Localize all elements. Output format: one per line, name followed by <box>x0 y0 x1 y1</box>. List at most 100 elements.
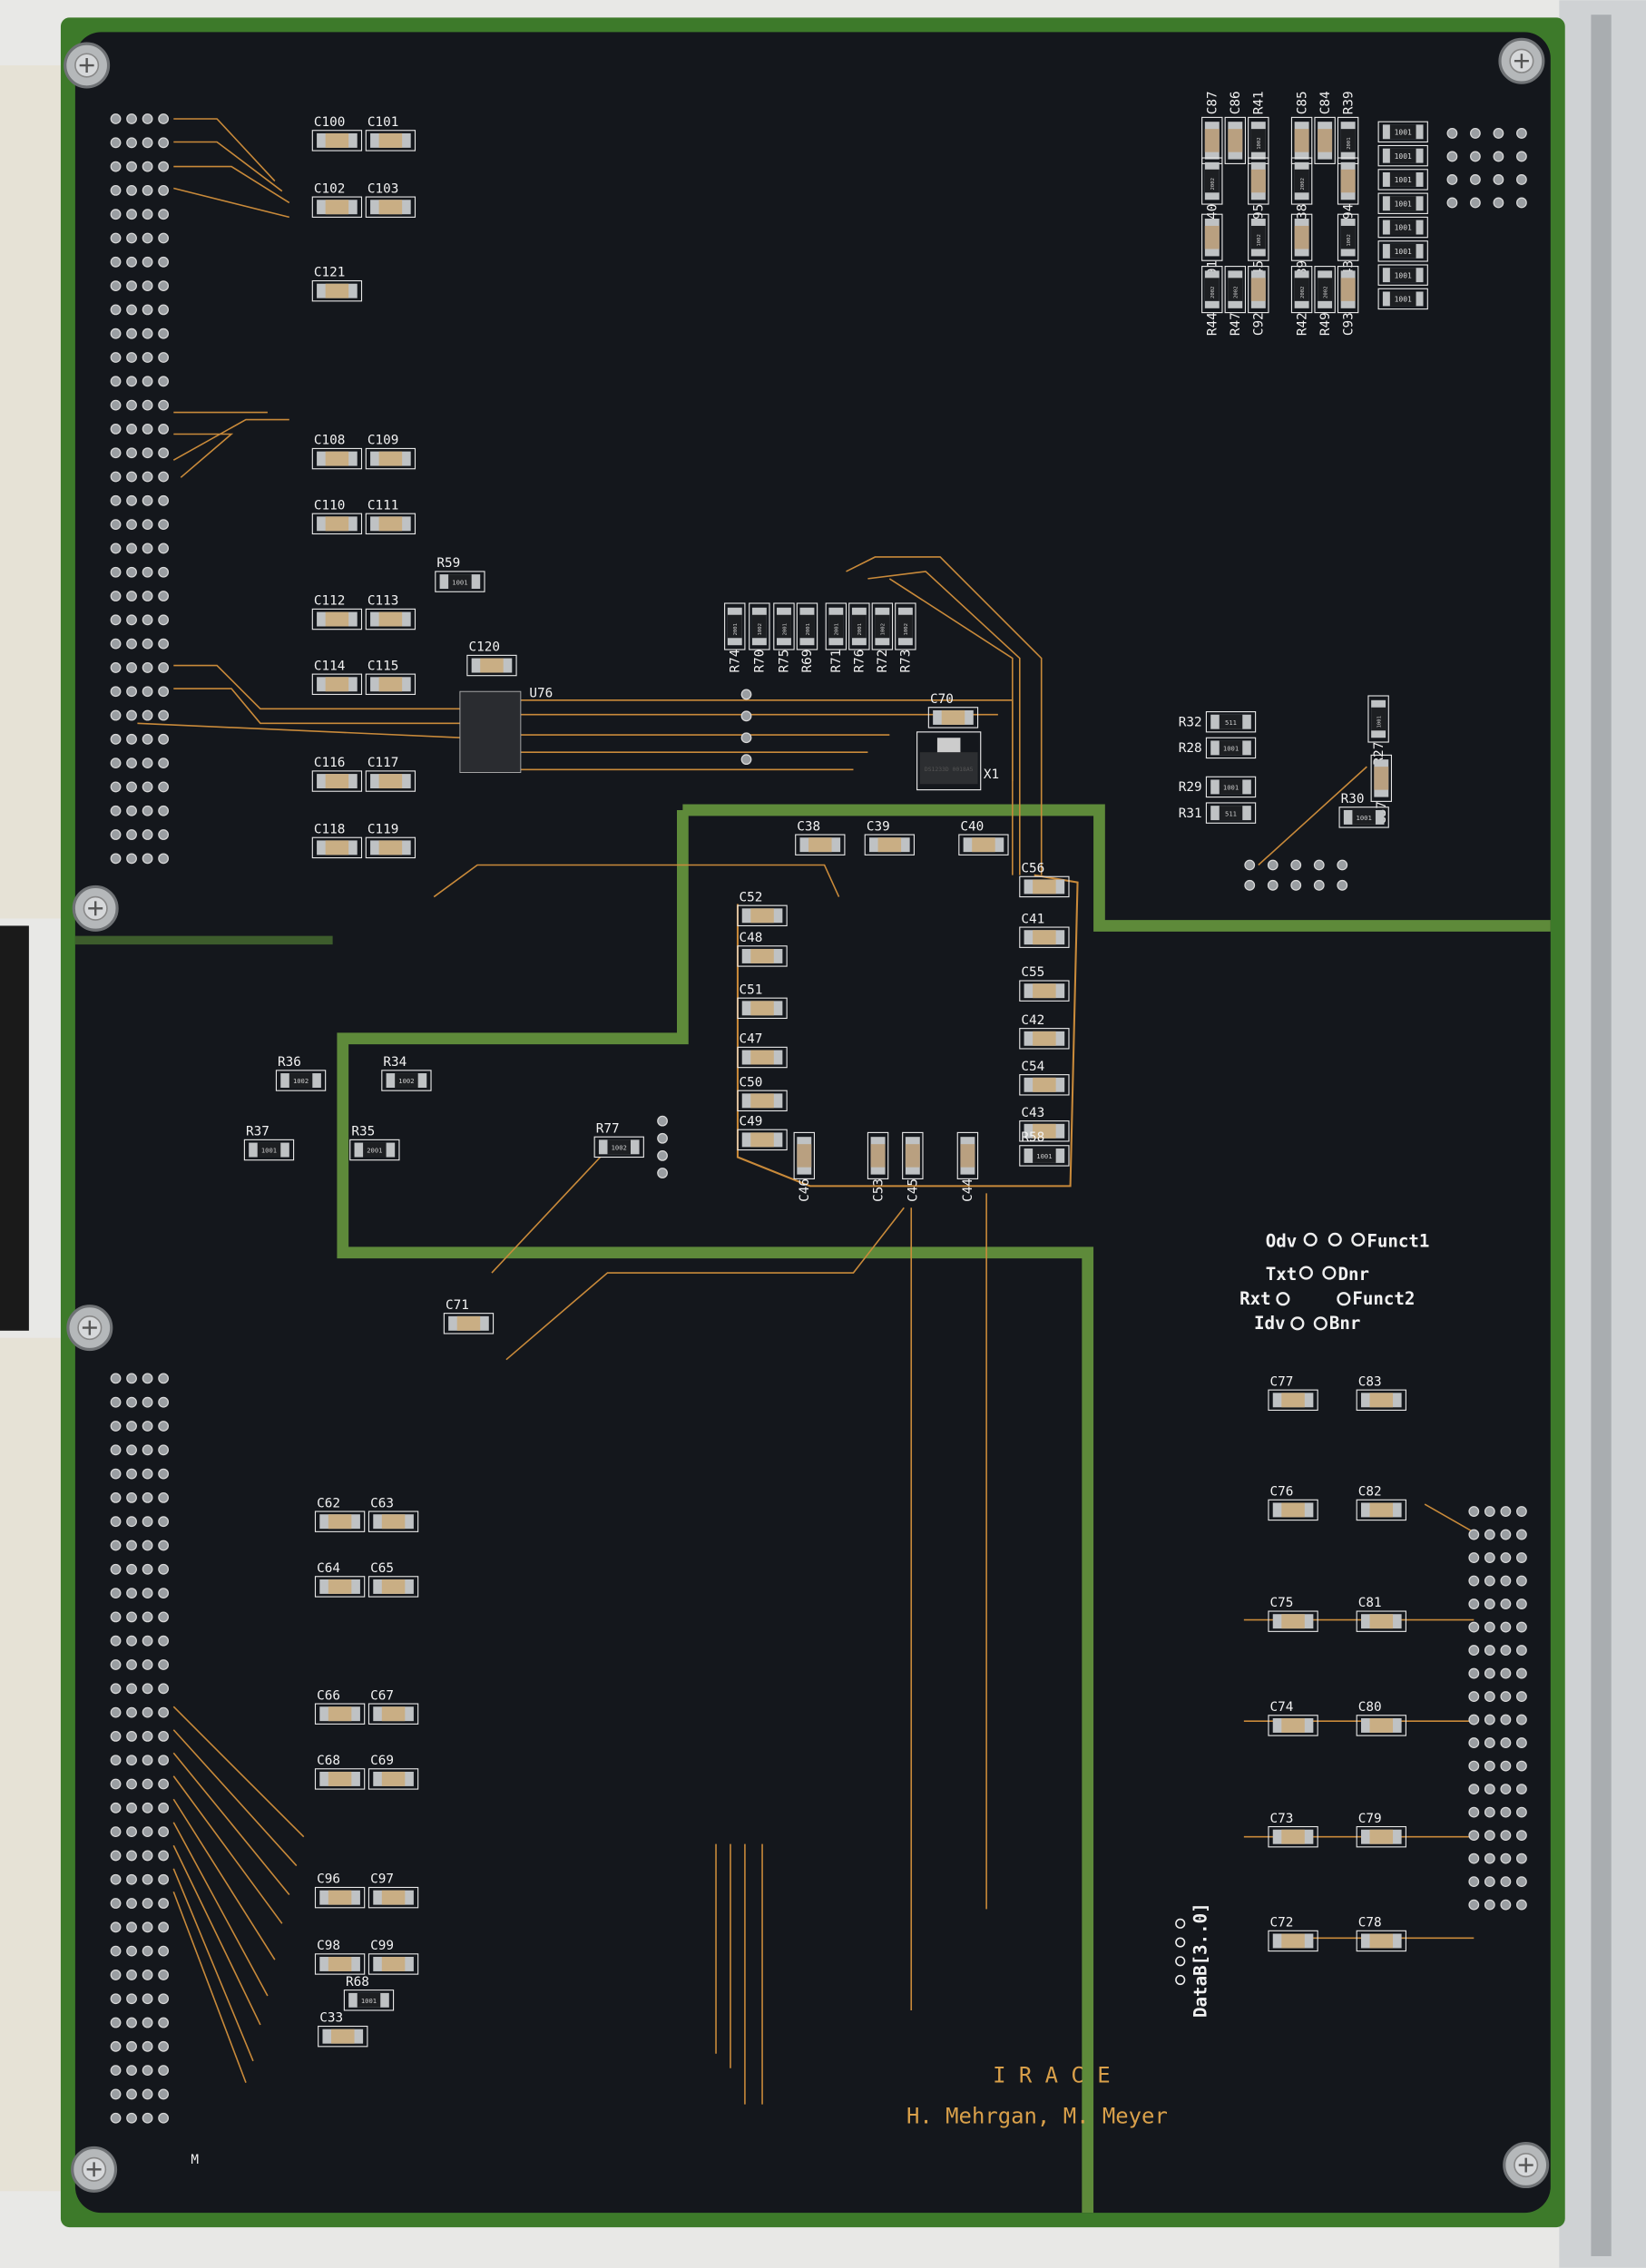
resistor-value: 2001 <box>1347 137 1352 149</box>
pin-pad <box>1516 174 1527 185</box>
component-c71: C71 <box>443 1298 495 1334</box>
pin-pad <box>142 1826 153 1838</box>
led-funct1 <box>1351 1232 1366 1246</box>
pin-pad <box>142 161 153 172</box>
component-c114: C114 <box>311 659 363 695</box>
pin-pad <box>158 1588 170 1599</box>
pin-pad <box>158 853 170 865</box>
component-c120: C120 <box>466 640 517 677</box>
pin-pad <box>158 1540 170 1551</box>
pin-pad <box>142 376 153 387</box>
pin-pad <box>158 758 170 769</box>
pin-pad <box>158 2040 170 2052</box>
component-c121: C121 <box>311 266 363 302</box>
pin-pad <box>158 1373 170 1384</box>
pin-pad <box>110 829 122 840</box>
resistor-value: 2001 <box>733 623 739 635</box>
component-label: R35 <box>351 1125 375 1139</box>
pin-pad <box>142 566 153 578</box>
component-r39: R39 2001 <box>1337 91 1359 164</box>
pin-pad <box>110 2112 122 2124</box>
pin-pad <box>126 1898 137 1909</box>
pin-pad <box>1484 1714 1495 1725</box>
pin-pad <box>158 376 170 387</box>
pin-pad <box>142 1755 153 1766</box>
copper-trace <box>172 1822 269 1997</box>
component-label: C66 <box>317 1688 340 1703</box>
pin-pad <box>110 113 122 124</box>
pin-pad <box>142 2065 153 2077</box>
pin-pad <box>1516 1876 1527 1888</box>
pin-pad <box>1484 1876 1495 1888</box>
resistor-value: 1001 <box>1377 716 1382 728</box>
component-label: C86 <box>1229 91 1243 114</box>
pin-pad <box>142 209 153 220</box>
component-label: C110 <box>314 498 346 513</box>
pin-pad <box>1484 1667 1495 1679</box>
copper-trace <box>888 578 1014 875</box>
component-r34: R34 1002 <box>381 1055 432 1091</box>
pin-pad <box>158 1444 170 1456</box>
pin-pad <box>657 1132 668 1144</box>
component-label: C38 <box>797 819 820 834</box>
pin-pad <box>1484 1575 1495 1587</box>
resistor-array-element: 1001 <box>1377 169 1428 191</box>
rail-inner <box>1591 15 1612 2256</box>
led-dnr <box>1322 1266 1337 1280</box>
pin-pad <box>142 280 153 292</box>
resistor-value: 2001 <box>806 623 811 635</box>
pin-pad <box>158 424 170 435</box>
resistor-value: 2002 <box>1300 178 1306 190</box>
pin-pad <box>158 494 170 506</box>
pin-pad <box>158 1850 170 1862</box>
screw-icon <box>1503 2142 1550 2189</box>
component-label: C71 <box>446 1298 469 1313</box>
led-label-odv: Odv <box>1266 1230 1298 1251</box>
component-label: R30 <box>1341 792 1365 807</box>
led-label-rxt: Rxt <box>1239 1288 1271 1309</box>
pin-pad <box>126 614 137 626</box>
pin-pad <box>142 1683 153 1695</box>
resistor-value: 2002 <box>1210 178 1216 190</box>
pin-pad <box>142 1491 153 1503</box>
resistor-array-element: 1001 <box>1377 216 1428 239</box>
pin-pad <box>1516 1737 1527 1748</box>
pin-pad <box>110 733 122 745</box>
pin-pad <box>142 1970 153 1980</box>
component-label: R34 <box>383 1055 407 1070</box>
pin-pad <box>126 2017 137 2028</box>
pin-pad <box>126 591 137 601</box>
pin-pad <box>142 447 153 459</box>
pin-pad <box>1468 1830 1480 1841</box>
pin-pad <box>142 1731 153 1742</box>
component-c68: C68 <box>314 1754 366 1790</box>
pin-pad <box>158 686 170 698</box>
pin-pad <box>1484 1737 1495 1748</box>
resistor-value: 2002 <box>1324 287 1329 298</box>
resistor-value: 1002 <box>398 1077 414 1085</box>
pin-pad <box>1468 1876 1480 1888</box>
resistor-array-element: 1001 <box>1377 144 1428 167</box>
copper-trace <box>867 571 1021 875</box>
crystal-marking: DS1233D 0018A5 <box>925 766 974 773</box>
copper-trace <box>173 664 464 710</box>
pin-pad <box>158 566 170 578</box>
component-c64: C64 <box>314 1561 366 1598</box>
component-label: C65 <box>370 1561 394 1576</box>
pin-pad <box>142 1540 153 1551</box>
copper-trace <box>172 1752 290 1895</box>
led-label-idv: Idv <box>1254 1313 1286 1334</box>
copper-trace <box>173 118 276 182</box>
component-c46: C46 <box>793 1131 815 1202</box>
pin-pad <box>1468 1737 1480 1748</box>
core-trace-loop <box>736 874 1079 1188</box>
pin-pad <box>110 1491 122 1503</box>
component-label: R39 <box>1341 91 1356 114</box>
pin-pad <box>110 1755 122 1766</box>
